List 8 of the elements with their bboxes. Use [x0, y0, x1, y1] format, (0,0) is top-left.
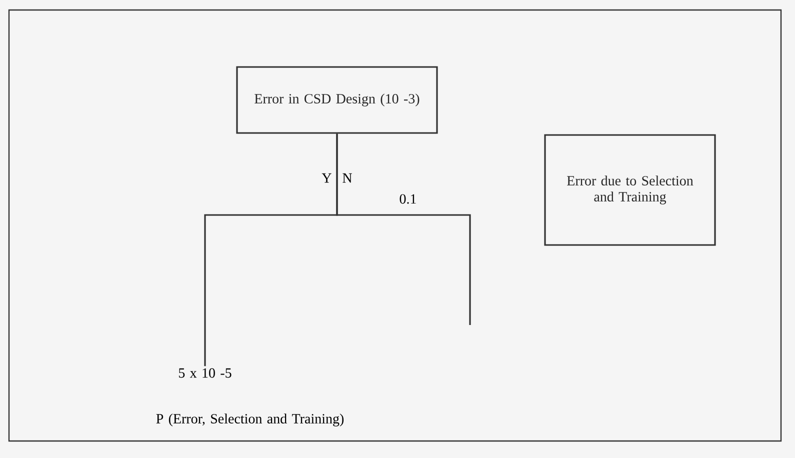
edge-label: Y [322, 173, 332, 183]
process-box: Error in CSD Design (10 -3) [236, 66, 438, 134]
edge-label: N [342, 173, 352, 183]
probability-label: 0.1 [400, 194, 416, 204]
branch-line [336, 134, 471, 325]
probability-label: P (Error, Selection and Training) [156, 414, 344, 426]
value-text: 5 x 10 -5 [179, 368, 232, 378]
process-box: Error due to Selection and Training [544, 134, 716, 246]
